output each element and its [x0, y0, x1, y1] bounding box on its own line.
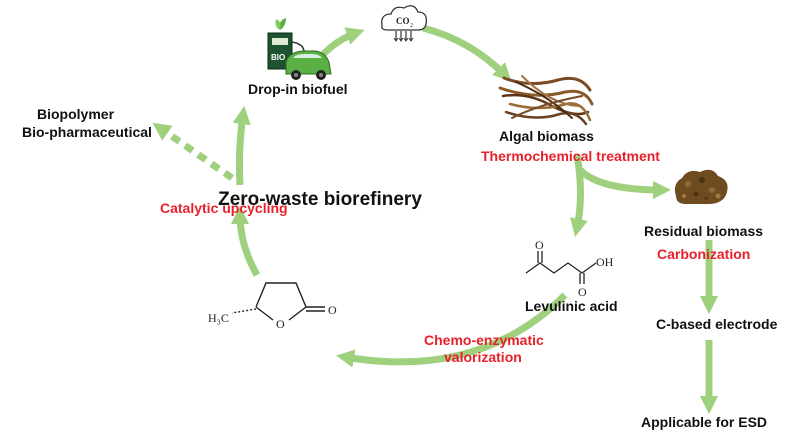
gvl-carbonyl-oxygen: O — [328, 303, 337, 317]
co2-cloud-icon: CO 2 — [381, 5, 427, 42]
gvl-methyl: H₃C — [208, 311, 229, 325]
residual-biomass-image — [674, 169, 728, 204]
arrow-levulinic-to-gvl — [336, 292, 568, 368]
algal-biomass-image — [498, 75, 594, 126]
biopharmaceutical-label: Bio-pharmaceutical — [22, 124, 152, 140]
levulinic-acid-label: Levulinic acid — [525, 298, 618, 314]
arrow-to-residual — [577, 167, 672, 200]
bio-label: BIO — [271, 53, 285, 62]
c-based-electrode-label: C-based electrode — [656, 316, 778, 332]
drop-in-biofuel-label: Drop-in biofuel — [248, 81, 348, 97]
applicable-esd-label: Applicable for ESD — [641, 414, 767, 430]
arrow-algae-down — [569, 154, 588, 237]
cycle-arrows — [152, 24, 719, 415]
catalytic-upcycling-label: Catalytic upcycling — [160, 200, 288, 216]
arrow-upcycling-to-biofuel — [232, 105, 251, 186]
chemo-enzymatic-label: Chemo-enzymatic — [424, 332, 544, 348]
thermochemical-treatment-label: Thermochemical treatment — [481, 148, 660, 164]
gvl-structure: H₃C O O — [208, 282, 337, 331]
co2-subscript: 2 — [410, 23, 413, 29]
valorization-label: valorization — [444, 349, 522, 365]
la-acid-oxygen: O — [578, 285, 587, 299]
carbonization-label: Carbonization — [657, 246, 750, 262]
algal-biomass-label: Algal biomass — [499, 128, 594, 144]
gvl-ring-oxygen: O — [276, 317, 285, 331]
la-ketone-oxygen: O — [535, 238, 544, 252]
co2-label: CO — [396, 16, 410, 26]
biofuel-icon: BIO — [267, 18, 332, 80]
arrow-to-biopolymer — [152, 122, 234, 181]
residual-biomass-label: Residual biomass — [644, 223, 763, 239]
center-title: Zero-waste biorefinery — [218, 189, 422, 210]
biopolymer-label: Biopolymer — [37, 106, 115, 122]
levulinic-acid-structure: O O OH — [525, 238, 614, 299]
arrow-gvl-up — [230, 205, 261, 277]
arrow-co2-to-algae — [422, 24, 512, 82]
la-hydroxyl: OH — [596, 255, 614, 269]
